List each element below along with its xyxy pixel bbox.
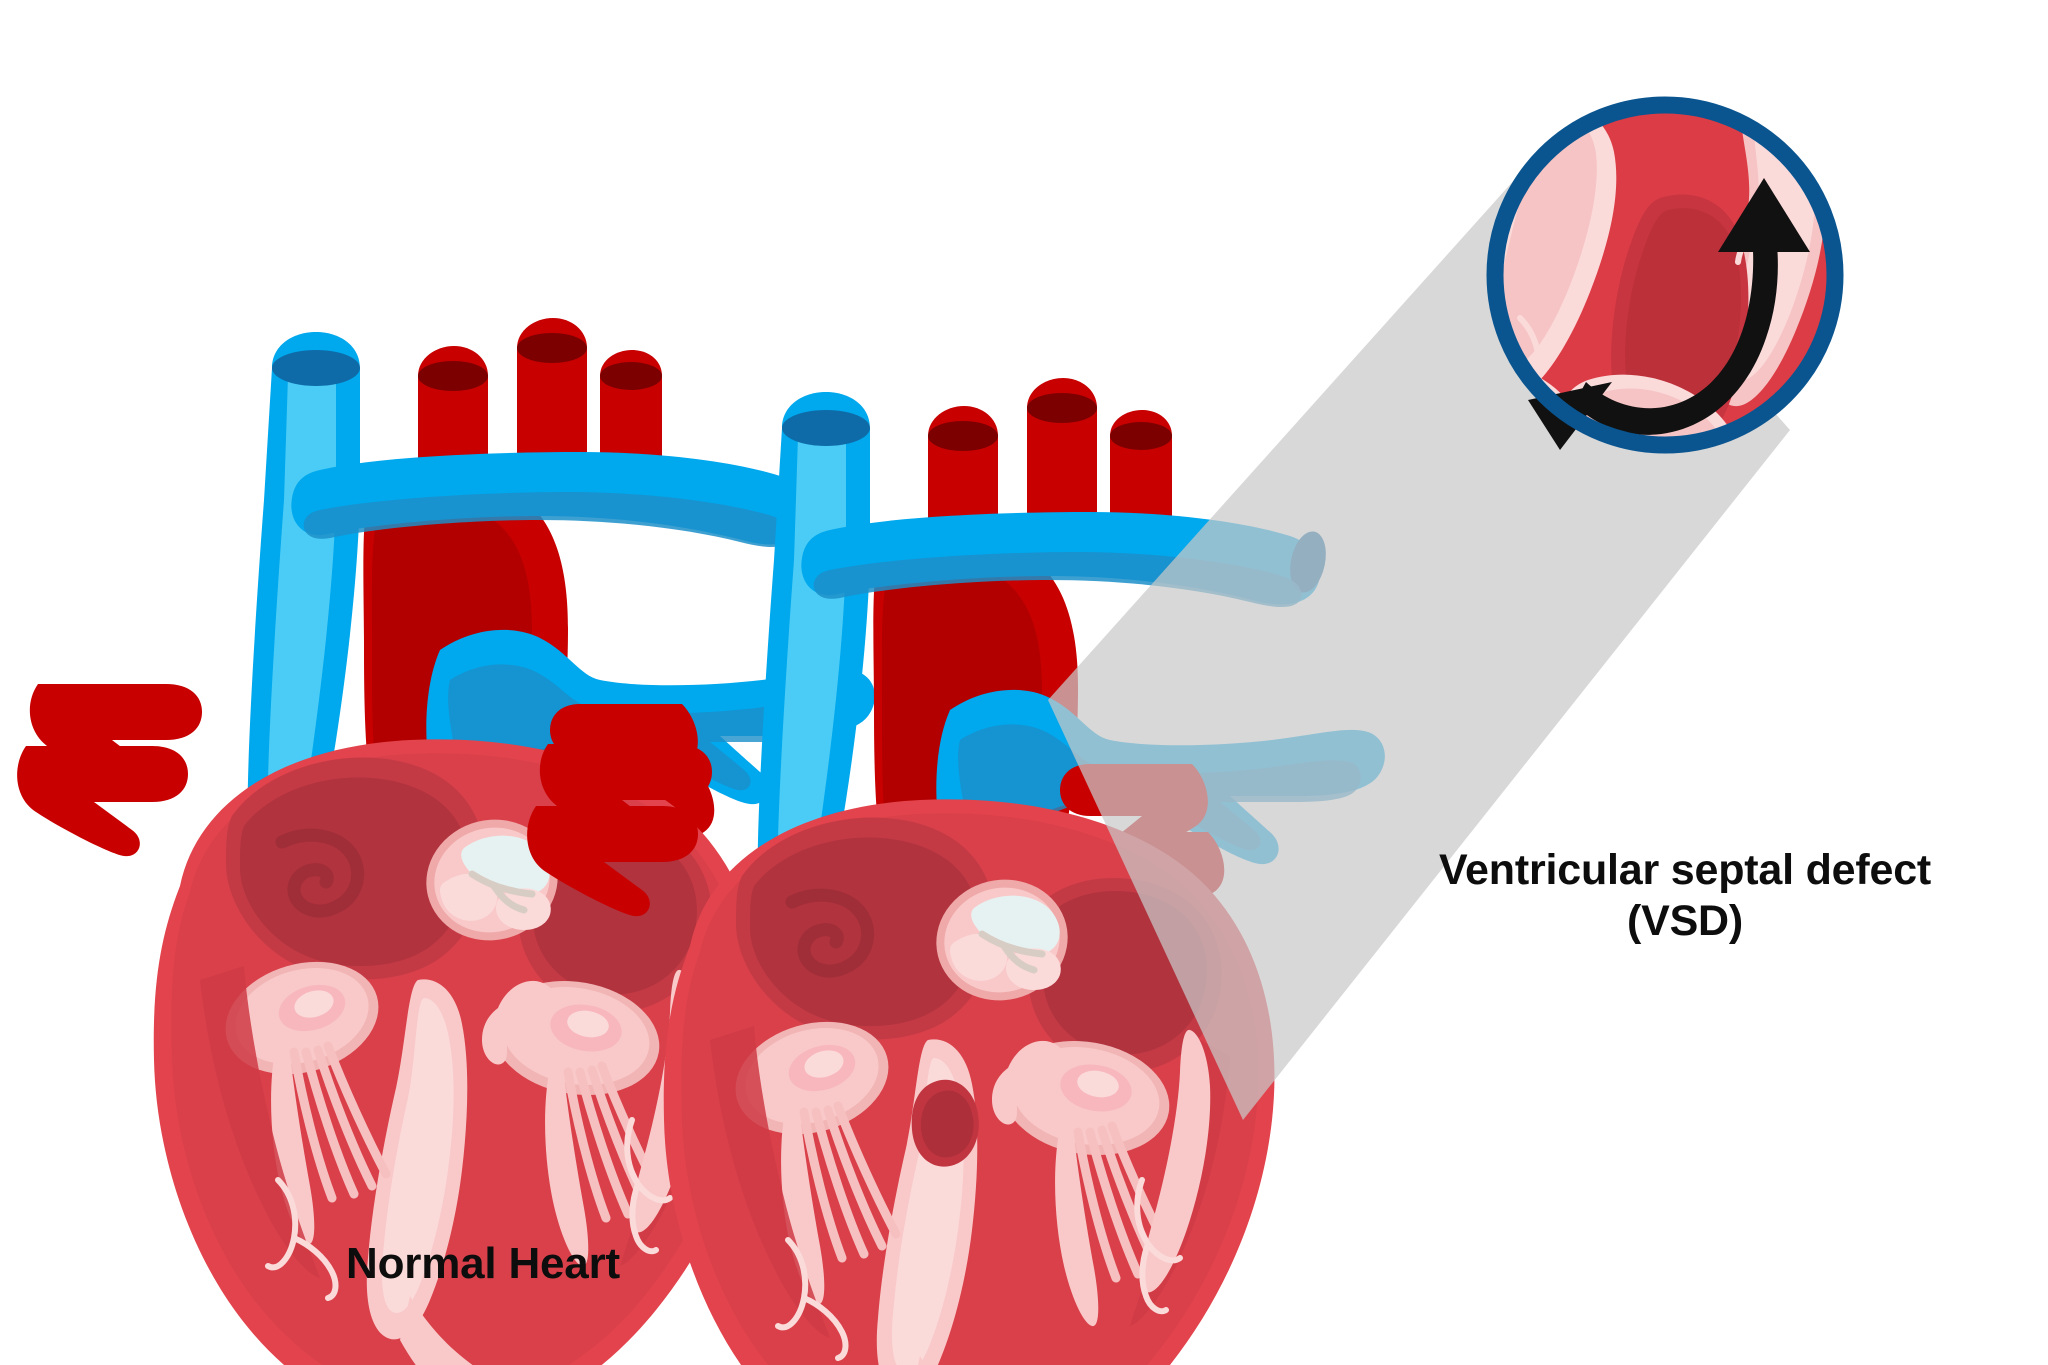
vsd-defect-marker (911, 1079, 979, 1167)
shunt-arrow-head-up (1718, 178, 1810, 252)
magnifier-inset (1486, 96, 1844, 454)
normal-heart-caption: Normal Heart (346, 1239, 620, 1288)
inset-ring (1486, 96, 1844, 454)
inset-muscle-left-shade (1503, 113, 1597, 370)
shunt-arrow-body (1574, 236, 1778, 435)
vsd-caption: Ventricular septal defect (VSD) (1438, 846, 1932, 945)
